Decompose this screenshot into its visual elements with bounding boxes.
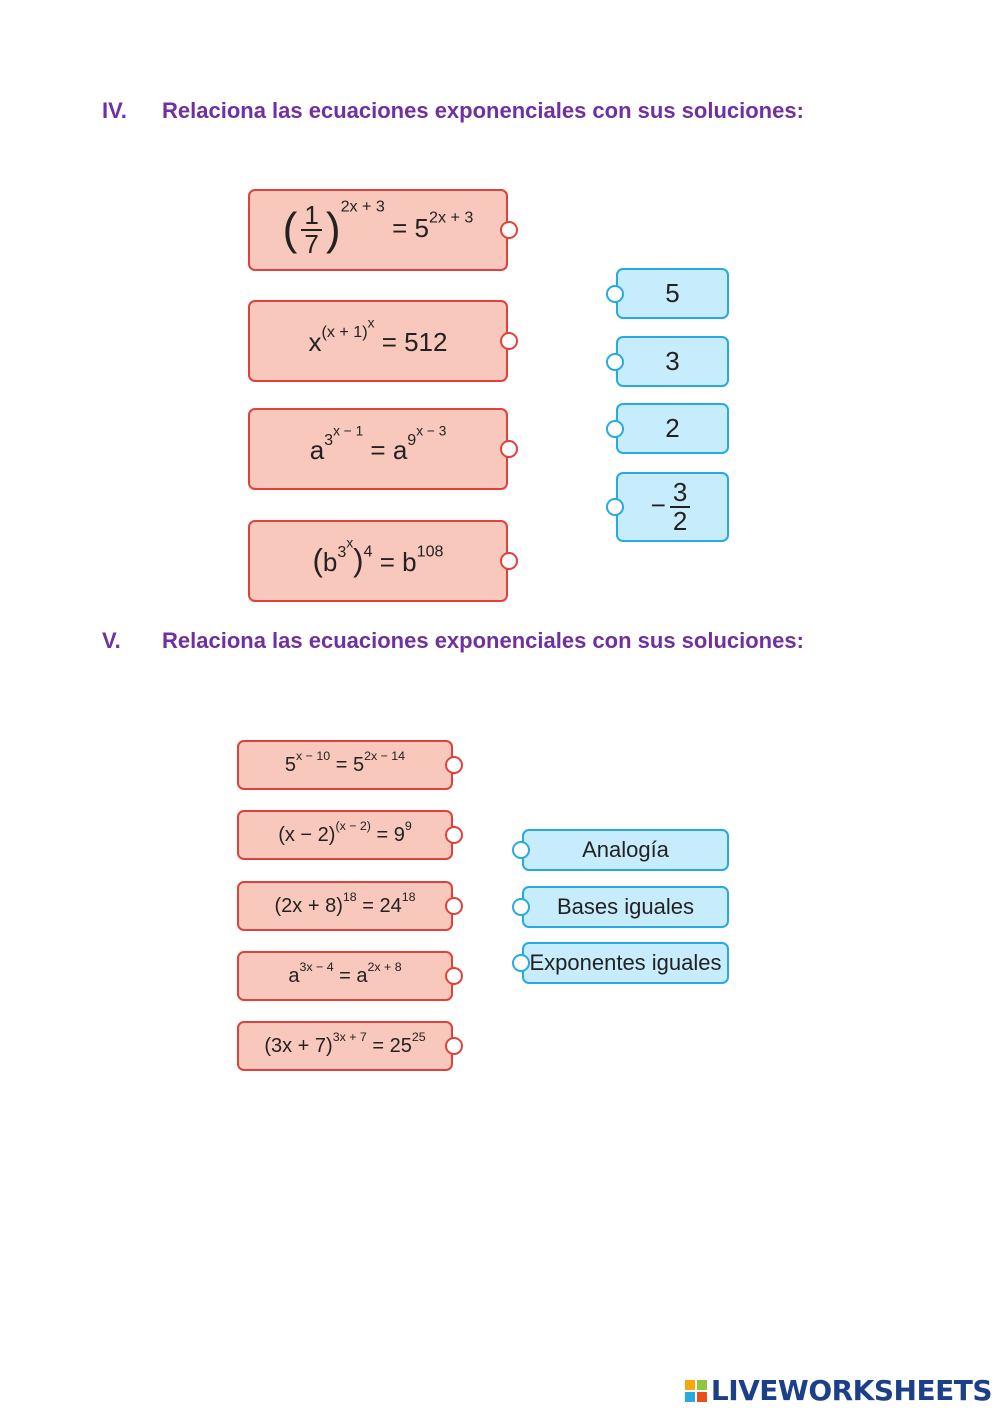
logo-square bbox=[684, 1391, 695, 1402]
section-v-title: Relaciona las ecuaciones exponenciales c… bbox=[162, 628, 804, 653]
method-card-exponentes-iguales[interactable]: Exponentes iguales bbox=[512, 942, 729, 984]
solution-value: 3 bbox=[665, 346, 680, 376]
equation-5: 5x − 10 = 52x − 14 bbox=[284, 748, 406, 776]
connector-dot[interactable] bbox=[500, 552, 518, 570]
method-label: Analogía bbox=[582, 837, 669, 862]
connector-dot[interactable] bbox=[512, 898, 530, 916]
connector-dot[interactable] bbox=[445, 967, 463, 985]
liveworksheets-logo: LIVEWORKSHEETS bbox=[684, 1374, 993, 1407]
equation-9: (3x + 7)3x + 7 = 2525 bbox=[264, 1029, 426, 1057]
method-card-analogia[interactable]: Analogía bbox=[512, 829, 729, 871]
connector-dot[interactable] bbox=[445, 826, 463, 844]
equation-2: x(x + 1)x = 512 bbox=[308, 315, 448, 358]
connector-dot[interactable] bbox=[606, 419, 624, 438]
connector-dot[interactable] bbox=[500, 332, 518, 350]
equation-card-5[interactable]: 5x − 10 = 52x − 14 bbox=[237, 740, 463, 790]
section-v-heading: V. Relaciona las ecuaciones exponenciales… bbox=[102, 628, 804, 654]
equation-card-7[interactable]: (2x + 8)18 = 2418 bbox=[237, 881, 463, 931]
equation-card-6[interactable]: (x − 2)(x − 2) = 99 bbox=[237, 810, 463, 860]
connector-dot[interactable] bbox=[606, 352, 624, 371]
equation-8: a3x − 4 = a2x + 8 bbox=[288, 959, 402, 987]
logo-text: LIVEWORKSHEETS bbox=[710, 1374, 993, 1407]
fraction-numerator: 3 bbox=[669, 478, 691, 508]
equation-7: (2x + 8)18 = 2418 bbox=[274, 889, 416, 917]
equation-4: (b3x)4 = b108 bbox=[312, 534, 444, 579]
connector-dot[interactable] bbox=[445, 756, 463, 774]
liveworksheets-logo-icon bbox=[684, 1379, 707, 1402]
section-v-number: V. bbox=[102, 628, 121, 653]
connector-dot[interactable] bbox=[445, 897, 463, 915]
method-label: Exponentes iguales bbox=[529, 950, 722, 975]
equation-6: (x − 2)(x − 2) = 99 bbox=[278, 818, 412, 846]
connector-dot[interactable] bbox=[500, 221, 518, 239]
equation-card-3[interactable]: a3x − 1 = a9x − 3 bbox=[248, 408, 518, 490]
solution-value: 5 bbox=[665, 278, 680, 308]
section-iv-title: Relaciona las ecuaciones exponenciales c… bbox=[162, 98, 804, 123]
connector-dot[interactable] bbox=[606, 284, 624, 303]
equation-3: a3x − 1 = a9x − 3 bbox=[309, 423, 447, 466]
equation-card-2[interactable]: x(x + 1)x = 512 bbox=[248, 300, 518, 382]
logo-square bbox=[684, 1379, 695, 1390]
section-iv-number: IV. bbox=[102, 98, 127, 123]
section-iv-heading: IV. Relaciona las ecuaciones exponenciale… bbox=[102, 98, 804, 124]
solution-card-3[interactable]: 2 bbox=[606, 403, 729, 454]
connector-dot[interactable] bbox=[512, 954, 530, 972]
equation-card-4[interactable]: (b3x)4 = b108 bbox=[248, 520, 518, 602]
solution-value: 2 bbox=[665, 413, 680, 443]
equation-card-9[interactable]: (3x + 7)3x + 7 = 2525 bbox=[237, 1021, 463, 1071]
fraction-sign: − bbox=[650, 489, 666, 520]
method-label: Bases iguales bbox=[557, 894, 694, 919]
connector-dot[interactable] bbox=[445, 1037, 463, 1055]
solution-card-1[interactable]: 5 bbox=[606, 268, 729, 319]
logo-square bbox=[696, 1379, 707, 1390]
equation-card-8[interactable]: a3x − 4 = a2x + 8 bbox=[237, 951, 463, 1001]
fraction-denominator: 2 bbox=[672, 506, 688, 536]
connector-dot[interactable] bbox=[500, 440, 518, 458]
connector-dot[interactable] bbox=[512, 841, 530, 859]
solution-card-2[interactable]: 3 bbox=[606, 336, 729, 387]
method-card-bases-iguales[interactable]: Bases iguales bbox=[512, 886, 729, 928]
logo-square bbox=[696, 1391, 707, 1402]
connector-dot[interactable] bbox=[606, 498, 624, 516]
